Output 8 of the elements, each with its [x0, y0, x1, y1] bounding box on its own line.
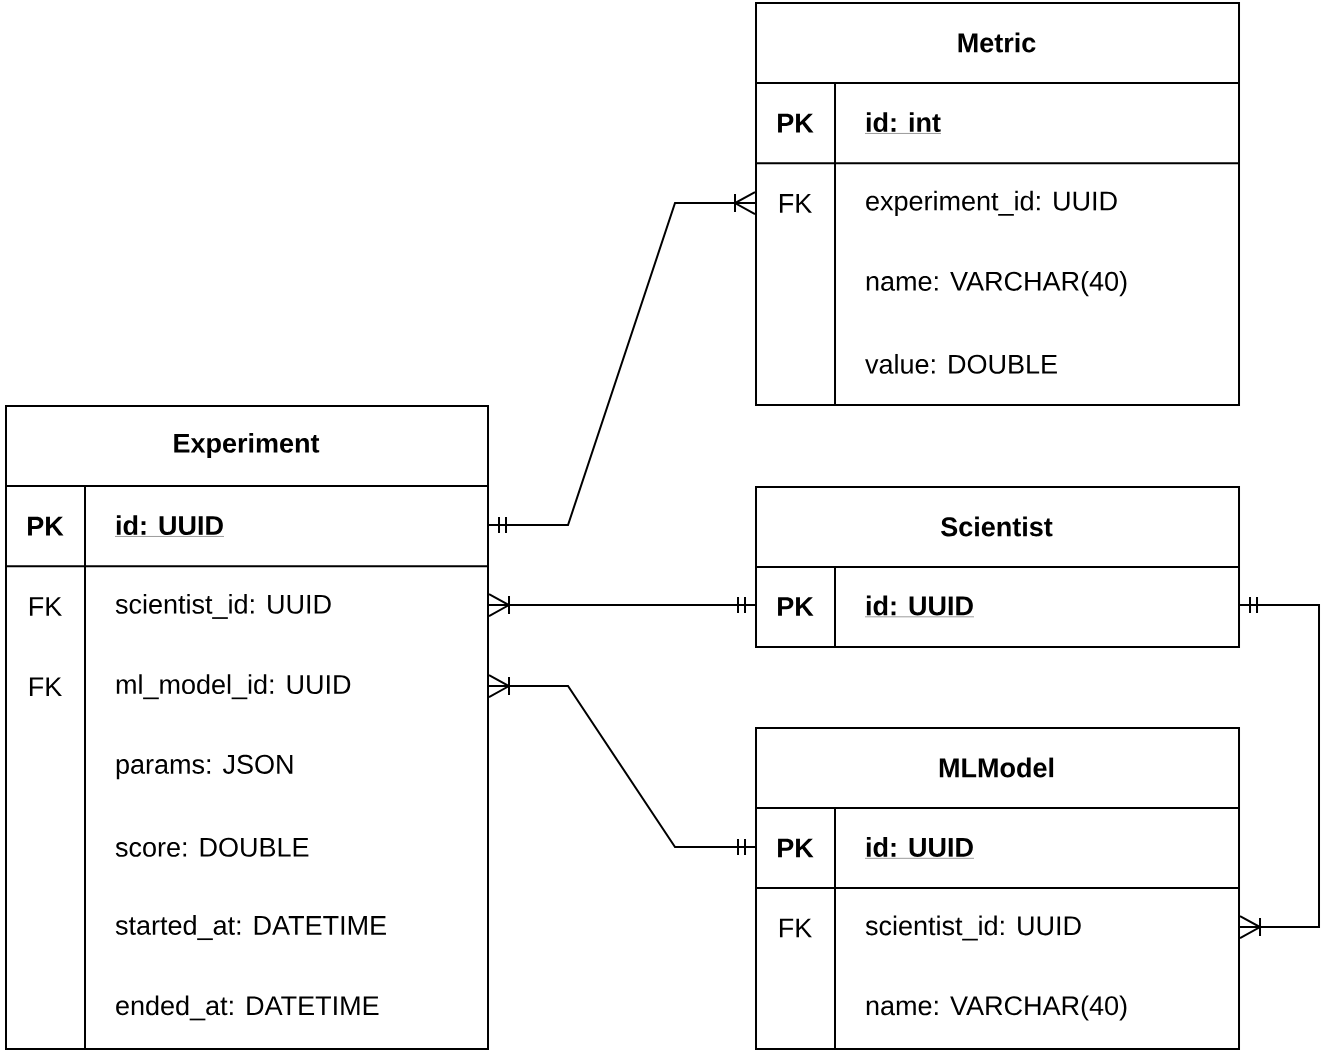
entity-table: Experiment PK id: UUID FK scientist_id: UUID FK ml_model_id: UUID params: JSON score: DOUBLE started_at: DATETIME ended_at: DATETIME: [4, 405, 489, 1050]
relationship-line: [488, 593, 756, 617]
relationship-line: [1239, 596, 1320, 939]
relationship-line: [488, 191, 756, 534]
entity-table: Metric PK id: int FK experiment_id: UUID name: VARCHAR(40) value: DOUBLE: [754, 2, 1240, 406]
entity-table: Scientist PK id: UUID: [754, 486, 1240, 648]
relationship-line: [488, 674, 756, 856]
entity-table: MLModel PK id: UUID FK scientist_id: UUID name: VARCHAR(40): [754, 727, 1240, 1050]
